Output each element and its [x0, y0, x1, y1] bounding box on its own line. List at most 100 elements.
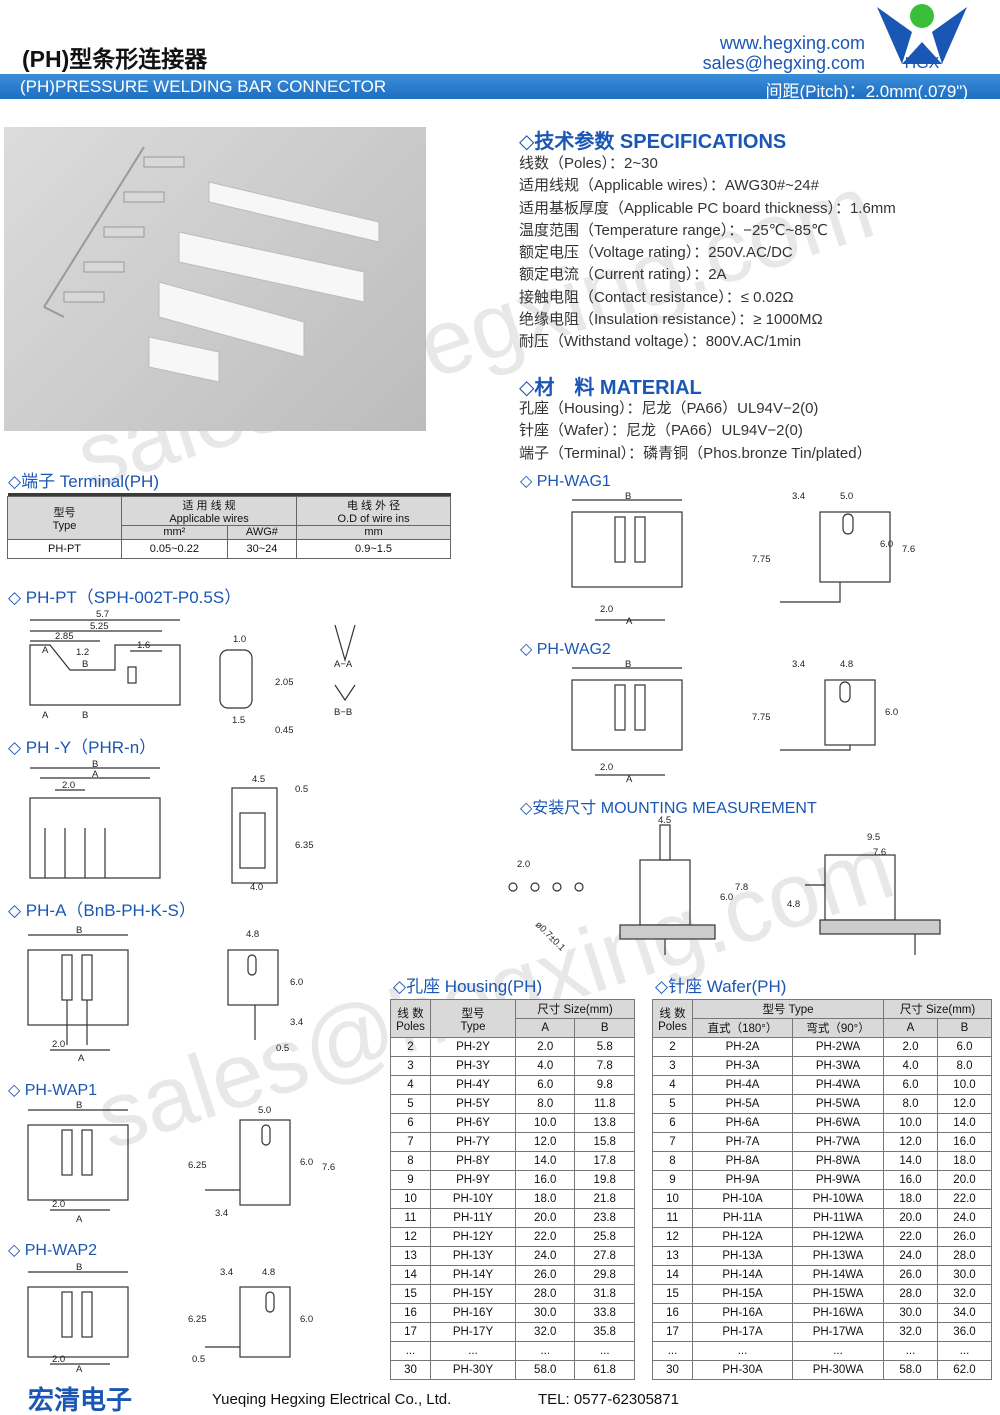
table-cell: 26.0: [514, 1265, 576, 1285]
table-cell: 13.8: [574, 1113, 635, 1133]
svg-text:1.2: 1.2: [76, 647, 89, 658]
svg-text:7.6: 7.6: [902, 544, 915, 555]
table-cell: 13: [390, 1246, 431, 1266]
table-cell: PH-4Y: [430, 1075, 516, 1095]
svg-text:2.0: 2.0: [517, 859, 530, 870]
table-cell: 6.0: [514, 1075, 576, 1095]
table-cell: PH-9WA: [792, 1170, 885, 1190]
hgx-logo: HGX: [877, 4, 967, 72]
svg-text:B: B: [76, 1262, 82, 1273]
table-cell: PH-6Y: [430, 1113, 516, 1133]
table-cell: 8.0: [883, 1094, 938, 1114]
svg-text:2.85: 2.85: [55, 631, 74, 642]
svg-text:6.35: 6.35: [295, 840, 314, 851]
table-cell: 10.0: [514, 1113, 576, 1133]
table-cell: 2.0: [514, 1037, 576, 1057]
table-cell: PH-17WA: [792, 1322, 885, 1342]
table-cell: 14.0: [883, 1151, 938, 1171]
table-cell: PH-5A: [691, 1094, 794, 1114]
table-cell: ...: [691, 1341, 794, 1361]
svg-text:1.5: 1.5: [232, 715, 245, 726]
telephone: TEL: 0577-62305871: [538, 1391, 679, 1408]
table-cell: 28.0: [936, 1246, 993, 1266]
svg-text:4.5: 4.5: [658, 815, 671, 826]
table-cell: 6: [390, 1113, 431, 1133]
table-cell: ...: [792, 1341, 885, 1361]
table-cell: ...: [390, 1341, 431, 1361]
table-cell: 14: [390, 1265, 431, 1285]
table-cell: 14: [652, 1265, 693, 1285]
svg-text:B: B: [82, 659, 88, 670]
table-cell: 18.0: [936, 1151, 993, 1171]
table-cell: 28.0: [883, 1284, 938, 1304]
contact-block: www.hegxing.com sales@hegxing.com: [703, 33, 865, 73]
table-cell: 61.8: [574, 1360, 635, 1380]
table-cell: 12: [390, 1227, 431, 1247]
table-cell: 29.8: [574, 1265, 635, 1285]
material-list: 孔座（Housing）：尼龙（PA66）UL94V−2(0) 针座（Wafer）…: [519, 398, 872, 465]
table-cell: PH-6A: [691, 1113, 794, 1133]
table-cell: 12.0: [514, 1132, 576, 1152]
table-cell: 6.0: [883, 1075, 938, 1095]
table-cell: 25.8: [574, 1227, 635, 1247]
table-cell: 30.0: [514, 1303, 576, 1323]
table-cell: 6: [652, 1113, 693, 1133]
table-cell: PH-11WA: [792, 1208, 885, 1228]
company-name-en: Yueqing Hegxing Electrical Co., Ltd.: [212, 1391, 452, 1408]
table-cell: 34.0: [936, 1303, 993, 1323]
spec-temp: 温度范围（Temperature range）：−25℃~85℃: [519, 221, 828, 239]
svg-text:6.25: 6.25: [188, 1314, 207, 1325]
product-photo: [4, 127, 426, 431]
table-cell: PH-7Y: [430, 1132, 516, 1152]
svg-text:A: A: [626, 774, 633, 785]
table-cell: 20.0: [936, 1170, 993, 1190]
table-cell: PH-4WA: [792, 1075, 885, 1095]
table-cell: 17: [390, 1322, 431, 1342]
table-cell: 5.8: [574, 1037, 635, 1057]
svg-text:4.8: 4.8: [262, 1267, 275, 1278]
table-cell: PH-2WA: [792, 1037, 885, 1057]
svg-text:7.6: 7.6: [322, 1162, 335, 1173]
ph-wap1-title: ◇ PH-WAP1: [8, 1082, 98, 1099]
svg-text:6.0: 6.0: [300, 1157, 313, 1168]
table-cell: 4.0: [514, 1056, 576, 1076]
ph-wag1-drawing: B 2.0 A 3.4 5.0 7.75 6.0 7.6: [571, 492, 915, 627]
mounting-title: ◇安装尺寸 MOUNTING MEASUREMENT: [520, 800, 817, 817]
table-cell: 33.8: [574, 1303, 635, 1323]
svg-text:6.0: 6.0: [290, 977, 303, 988]
email-link[interactable]: sales@hegxing.com: [702, 53, 865, 73]
mounting-drawing: 2.0 ø0.7±0.1 4.5 6.0 7.8 9.5 7.6 4.8: [508, 815, 941, 955]
table-cell: 8: [390, 1151, 431, 1171]
ph-pt-drawing: 5.7 5.25 2.85 1.6 1.2 1.0 2.05 1.5 0.45 …: [29, 609, 356, 735]
header-bar: (PH)PRESSURE WELDING BAR CONNECTOR 间距(Pi…: [0, 74, 1000, 101]
table-cell: PH-9A: [691, 1170, 794, 1190]
svg-text:7.6: 7.6: [873, 847, 886, 858]
spec-poles: 线数（Poles）：2~30: [519, 155, 658, 172]
svg-text:2.0: 2.0: [52, 1354, 65, 1365]
table-cell: 13: [652, 1246, 693, 1266]
svg-text:B: B: [92, 759, 98, 770]
table-cell: 58.0: [514, 1360, 576, 1380]
svg-text:3.4: 3.4: [220, 1267, 233, 1278]
table-cell: PH-17A: [691, 1322, 794, 1342]
website-link[interactable]: www.hegxing.com: [719, 33, 865, 53]
svg-text:6.0: 6.0: [300, 1314, 313, 1325]
svg-text:A: A: [626, 616, 633, 627]
table-cell: PH-17Y: [430, 1322, 516, 1342]
table-cell: 30: [652, 1360, 693, 1380]
table-cell: PH-5Y: [430, 1094, 516, 1114]
svg-text:B: B: [625, 660, 631, 670]
table-cell: PH-12WA: [792, 1227, 885, 1247]
